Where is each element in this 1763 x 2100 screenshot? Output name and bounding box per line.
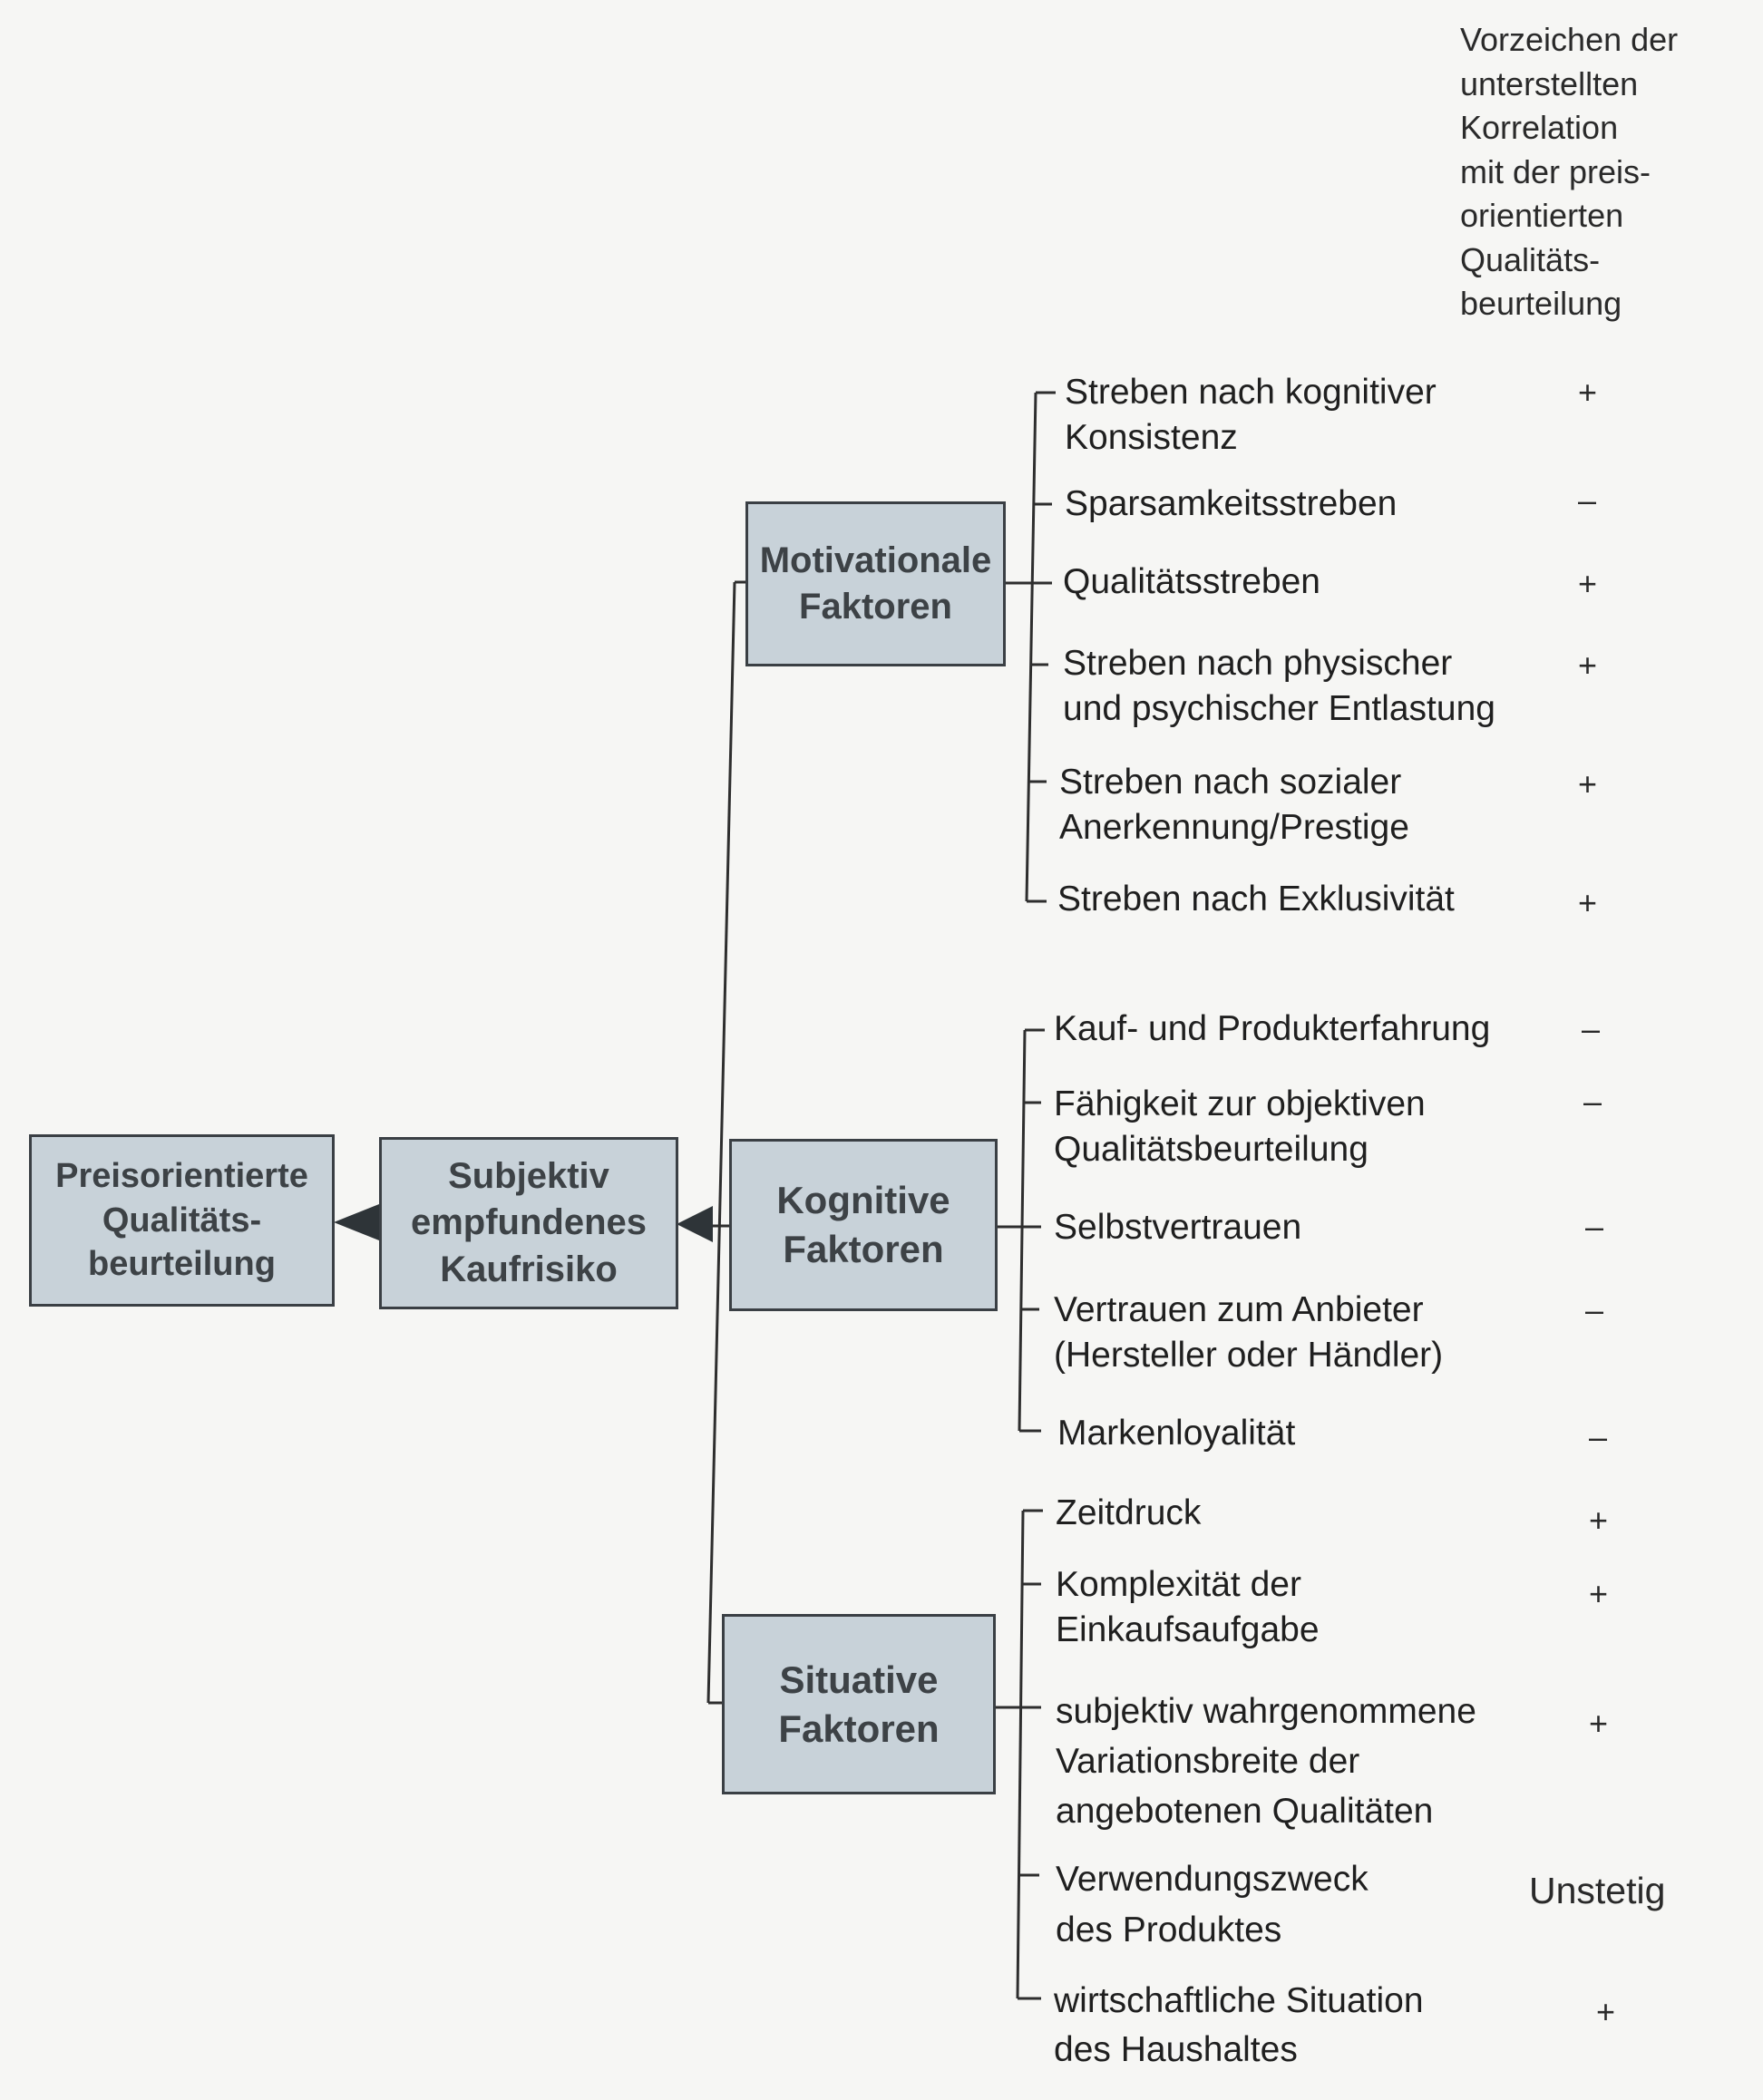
factor-item: Sparsamkeitsstreben [1065, 484, 1398, 523]
factor-sign: + [1578, 765, 1598, 802]
factor-item: Komplexität der Einkaufsaufgabe [1056, 1565, 1320, 1649]
factor-item: wirtschaftliche Situation des Haushaltes [1054, 1981, 1424, 2069]
factor-sign: – [1585, 1208, 1604, 1245]
factor-sign: Unstetig [1529, 1870, 1666, 1911]
factor-sign: + [1589, 1575, 1609, 1612]
sign-column-header: Vorzeichen der unterstellten Korrelation… [1460, 21, 1679, 322]
factor-item: Streben nach physischer und psychischer … [1063, 644, 1495, 728]
factor-item: Verwendungszweck des Produktes [1056, 1860, 1369, 1949]
factor-item: Kauf- und Produkterfahrung [1054, 1009, 1491, 1048]
motivational-factors-box: Motivationale Faktoren [745, 501, 1006, 666]
situational-factors-box: Situative Faktoren [722, 1614, 996, 1794]
factor-item: Fähigkeit zur objektiven Qualitätsbeurte… [1054, 1084, 1426, 1169]
factor-item: Markenloyalität [1057, 1414, 1296, 1453]
cognitive-factors-box: Kognitive Faktoren [729, 1139, 998, 1311]
group-label: Kognitive Faktoren [776, 1179, 950, 1270]
factor-item: Qualitätsstreben [1063, 562, 1320, 601]
factor-sign: + [1596, 1993, 1616, 2030]
group-label: Motivationale Faktoren [759, 540, 992, 627]
arrowhead-factors [677, 1206, 713, 1242]
outcome-box: Preisorientierte Qualitäts- beurteilung [29, 1134, 335, 1307]
factor-sign: – [1582, 1010, 1601, 1047]
factor-sign: + [1578, 884, 1598, 921]
factor-sign: + [1578, 647, 1598, 684]
factor-sign: – [1578, 481, 1597, 519]
group-label: Situative Faktoren [778, 1658, 940, 1750]
factor-item: Vertrauen zum Anbieter (Hersteller oder … [1054, 1290, 1444, 1375]
factor-sign: + [1578, 374, 1598, 411]
risk-box: Subjektiv empfundenes Kaufrisiko [379, 1137, 678, 1309]
factor-sign: – [1583, 1083, 1602, 1120]
factor-item: Zeitdruck [1056, 1493, 1202, 1532]
factor-sign: + [1589, 1705, 1609, 1742]
factor-sign: – [1589, 1418, 1608, 1455]
factor-sign: – [1585, 1291, 1604, 1328]
factor-item: Selbstvertrauen [1054, 1208, 1302, 1247]
arrowhead-risk [334, 1204, 379, 1240]
factor-item: Streben nach Exklusivität [1057, 880, 1455, 919]
risk-label: Subjektiv empfundenes Kaufrisiko [410, 1156, 648, 1289]
factor-sign: + [1589, 1502, 1609, 1539]
outcome-label: Preisorientierte Qualitäts- beurteilung [55, 1157, 308, 1284]
factor-item: Streben nach kognitiver Konsistenz [1065, 373, 1437, 457]
factor-item: Streben nach sozialer Anerkennung/Presti… [1059, 763, 1409, 847]
factor-item: subjektiv wahrgenommene Variationsbreite… [1056, 1692, 1476, 1831]
factor-sign: + [1578, 565, 1598, 602]
